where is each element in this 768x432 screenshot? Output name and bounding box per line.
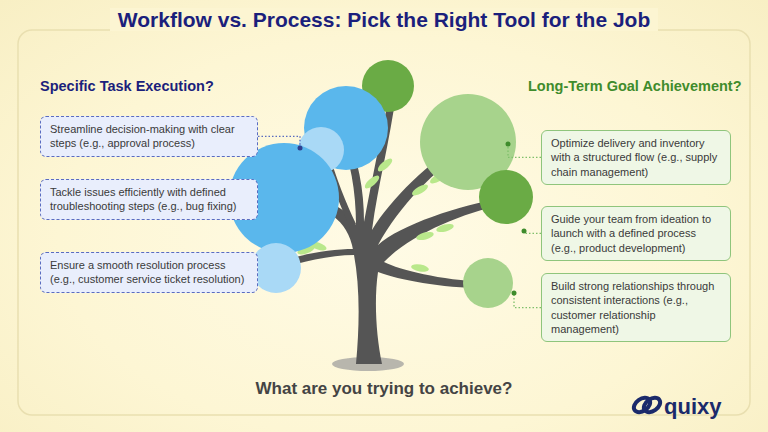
leader-line: [524, 231, 541, 233]
leader-dot: [506, 142, 511, 147]
leader-dot: [522, 229, 527, 234]
box-text: Tackle issues efficiently with defined t…: [50, 185, 248, 214]
title-text: Workflow vs. Process: Pick the Right Too…: [110, 8, 658, 31]
workflow-box: Tackle issues efficiently with defined t…: [40, 179, 258, 220]
box-text: Optimize delivery and inventory with a s…: [551, 136, 721, 179]
leader-line: [508, 144, 541, 157]
column-heading: Specific Task Execution?: [40, 78, 214, 94]
process-box: Optimize delivery and inventory with a s…: [541, 130, 731, 185]
box-text: Build strong relationships through consi…: [551, 279, 721, 336]
logo-text: quixy: [664, 394, 721, 420]
leader-dot: [298, 146, 303, 151]
leader-line: [514, 293, 541, 308]
column-heading: Long-Term Goal Achievement?: [528, 78, 742, 94]
workflow-box: Streamline decision-making with clear st…: [40, 116, 258, 157]
frame: [18, 30, 750, 415]
workflow-box: Ensure a smooth resolution process (e.g.…: [40, 252, 258, 293]
box-text: Ensure a smooth resolution process (e.g.…: [50, 258, 248, 287]
leader-line: [258, 136, 300, 148]
leader-dot: [512, 291, 517, 296]
process-box: Build strong relationships through consi…: [541, 273, 731, 342]
logo-icon: [631, 395, 663, 415]
caption: What are you trying to achieve?: [0, 379, 768, 399]
title: Workflow vs. Process: Pick the Right Too…: [0, 8, 768, 32]
box-text: Streamline decision-making with clear st…: [50, 122, 248, 151]
process-box: Guide your team from ideation to launch …: [541, 206, 731, 261]
box-text: Guide your team from ideation to launch …: [551, 212, 721, 255]
tree-circles: [229, 60, 533, 308]
